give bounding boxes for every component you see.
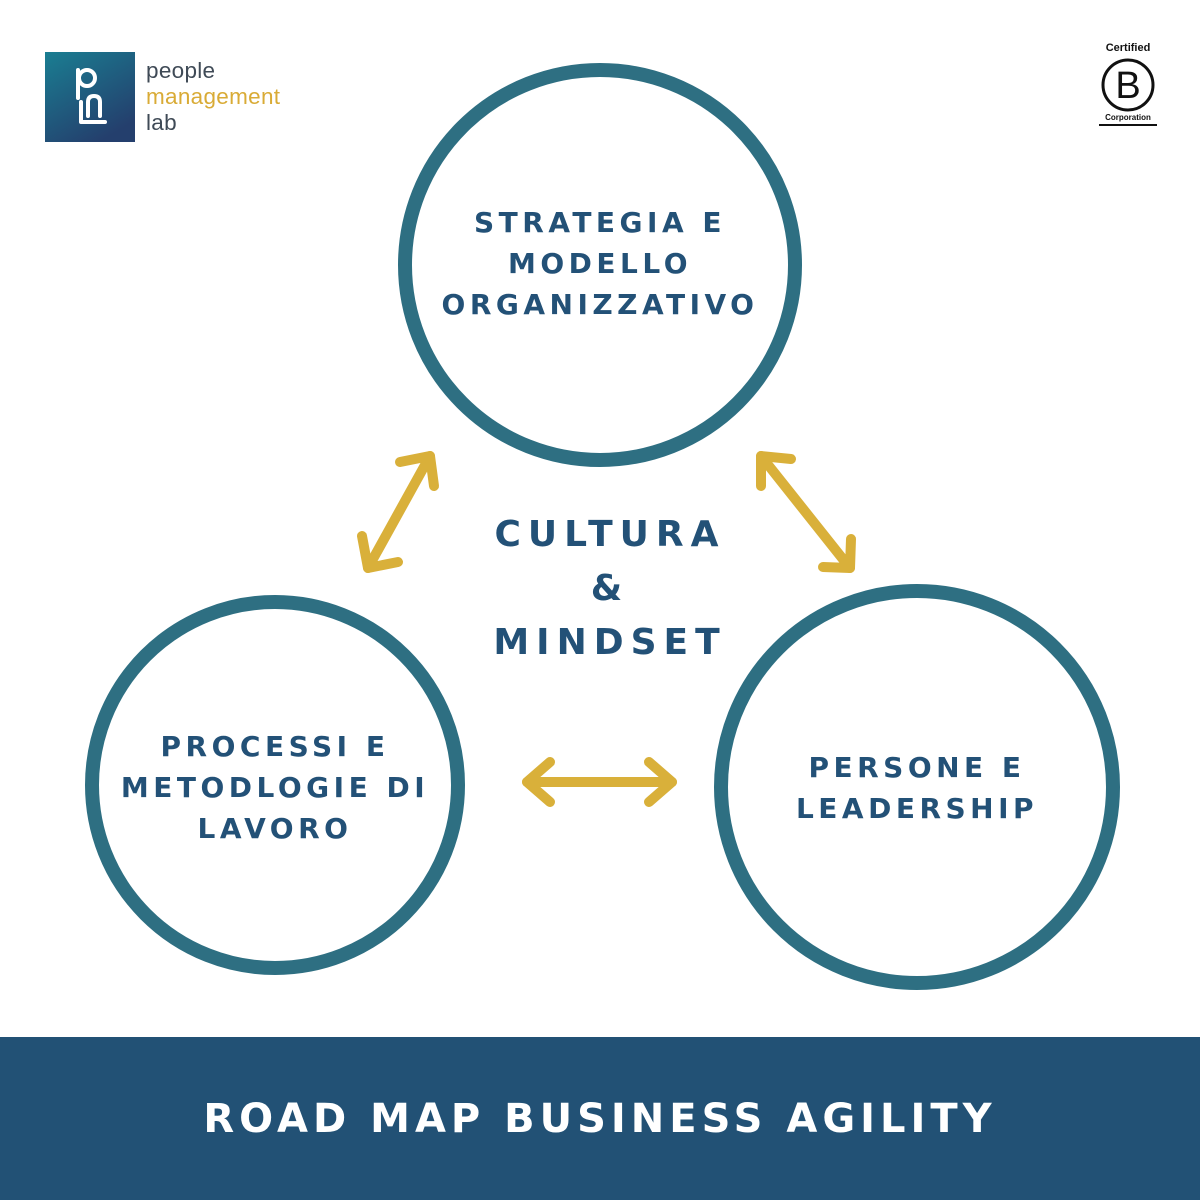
node-label-line: LAVORO (197, 812, 353, 845)
node-label-line: MODELLO (507, 247, 693, 280)
circle-persone (714, 584, 1120, 990)
center-line-ampersand: & (590, 568, 630, 609)
node-label-line: STRATEGIA E (474, 206, 726, 239)
double-arrow-top-left-icon (357, 451, 439, 573)
bcorp-corporation-text: Corporation (1105, 113, 1151, 122)
node-label-line: PERSONE E (808, 751, 1026, 784)
footer-banner: ROAD MAP BUSINESS AGILITY (0, 1037, 1200, 1200)
double-arrow-bottom-icon (522, 757, 677, 807)
node-label-persone: PERSONE E LEADERSHIP (722, 747, 1112, 829)
b-corp-certified-badge: Certified B Corporation (1099, 42, 1157, 126)
center-line-mindset: MINDSET (493, 622, 727, 663)
company-logo: people management lab (45, 52, 345, 144)
bcorp-letter: B (1115, 65, 1140, 107)
logo-word-lab: lab (146, 110, 177, 135)
pml-logo-mark-icon (45, 52, 135, 142)
logo-wordmark: people management lab (146, 58, 280, 136)
node-label-line: LEADERSHIP (795, 792, 1039, 825)
double-arrow-top-right-icon (756, 451, 856, 573)
node-label-line: PROCESSI E (160, 730, 390, 763)
center-label-cultura-mindset: CULTURA & MINDSET (440, 508, 780, 670)
node-label-strategia: STRATEGIA E MODELLO ORGANIZZATIVO (400, 202, 800, 325)
logo-word-people: people (146, 58, 216, 83)
center-line-cultura: CULTURA (494, 514, 726, 555)
bcorp-certified-text: Certified (1106, 42, 1151, 54)
node-label-line: METODLOGIE DI (120, 771, 430, 804)
agility-cycle-diagram (85, 63, 1120, 990)
logo-word-management: management (146, 84, 281, 109)
footer-title: ROAD MAP BUSINESS AGILITY (203, 1095, 997, 1142)
node-label-processi: PROCESSI E METODLOGIE DI LAVORO (90, 726, 460, 849)
bcorp-circle (1101, 58, 1155, 112)
circle-strategia (398, 63, 802, 467)
circle-processi (85, 595, 465, 975)
node-label-line: ORGANIZZATIVO (441, 288, 759, 321)
